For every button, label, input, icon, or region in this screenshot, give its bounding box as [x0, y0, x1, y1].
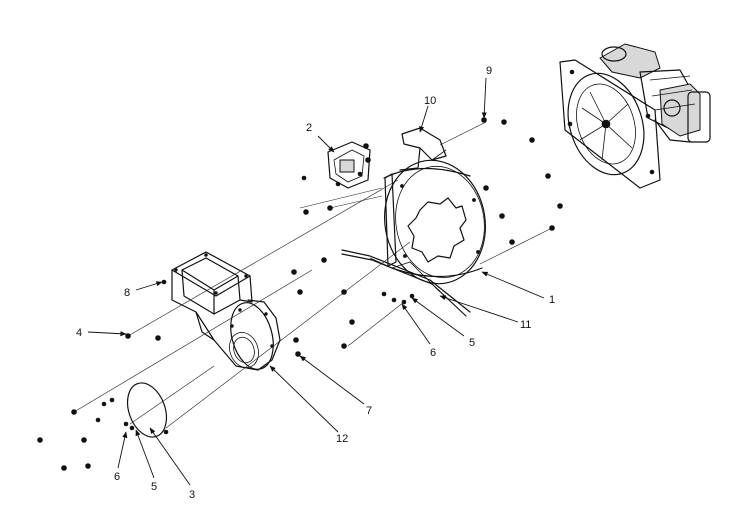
- callout-8: 8: [124, 287, 130, 299]
- callout-11: 11: [520, 319, 531, 331]
- callout-7: 7: [366, 405, 372, 417]
- callout-9: 9: [486, 65, 492, 77]
- callout-2: 2: [306, 122, 312, 134]
- callout-6-right: 6: [430, 347, 436, 359]
- callout-3: 3: [189, 489, 195, 501]
- part-12-blower-housing: [195, 299, 281, 371]
- callout-labels: 1 2 3 4 5 5 6 6 7 8 9 10 11 12: [76, 65, 555, 501]
- part-2-plate: [327, 141, 371, 189]
- part-3-cover-disc: [126, 382, 168, 438]
- callout-12: 12: [336, 433, 348, 445]
- part-11-support-rod: [341, 249, 471, 317]
- engine-assembly: [559, 43, 711, 189]
- callout-leaders: [87, 77, 545, 486]
- callout-6-lower: 6: [114, 471, 120, 483]
- callout-1: 1: [549, 294, 555, 306]
- part-1-fan-housing: [383, 159, 487, 285]
- callout-4: 4: [76, 327, 82, 339]
- hardware-fasteners: [37, 117, 563, 471]
- assembly-axis-lines: [73, 121, 553, 429]
- callout-10: 10: [424, 95, 436, 107]
- callout-5-right: 5: [469, 337, 475, 349]
- part-8-inlet-chute: [171, 251, 253, 341]
- part-10-bracket: [399, 127, 447, 171]
- callout-5-lower: 5: [151, 481, 157, 493]
